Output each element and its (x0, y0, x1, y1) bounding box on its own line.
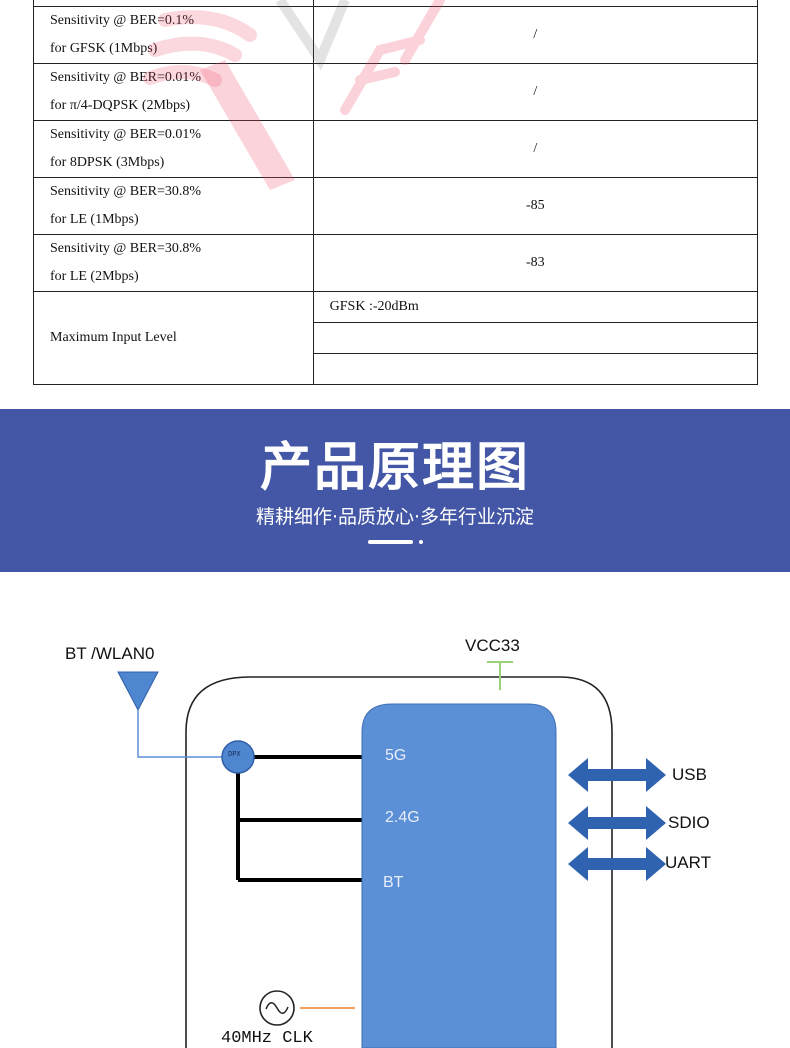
value-cell: / (312, 6, 759, 64)
table-row (34, 322, 759, 354)
block-diagram: BT /WLAN0 DPX VCC33 5G 2.4G BT USB SDIO … (0, 572, 790, 1048)
table-row: Sensitivity @ BER=0.1%for GFSK (1Mbps) / (33, 6, 759, 64)
spec-table: Sensitivity @ BER=0.1%for GFSK (1Mbps) /… (33, 0, 759, 385)
table-row: Sensitivity @ BER=30.8%for LE (1Mbps) -8… (33, 177, 759, 235)
interface-arrows (568, 758, 666, 881)
interface-uart-label: UART (665, 853, 711, 872)
value-cell: / (312, 120, 759, 178)
value-cell: -83 (312, 234, 759, 292)
param-cell: Sensitivity @ BER=30.8%for LE (2Mbps) (33, 234, 314, 292)
port-bt-label: BT (383, 874, 404, 891)
value-cell (312, 353, 759, 385)
banner-title: 产品原理图 (259, 438, 530, 498)
section-banner: 产品原理图 精耕细作·品质放心·多年行业沉淀 (0, 409, 790, 572)
spec-table-section: Sensitivity @ BER=0.1%for GFSK (1Mbps) /… (33, 0, 759, 385)
banner-divider (368, 540, 413, 544)
table-row (34, 353, 759, 385)
table-row: Sensitivity @ BER=30.8%for LE (2Mbps) -8… (33, 234, 759, 292)
power-label: VCC33 (465, 636, 520, 655)
param-cell: Sensitivity @ BER=0.01%for 8DPSK (3Mbps) (33, 120, 314, 178)
max-input-label: Maximum Input Level (33, 291, 314, 385)
clock-label: 40MHz CLK (221, 1029, 313, 1048)
value-cell: -85 (312, 177, 759, 235)
banner-subtitle: 精耕细作·品质放心·多年行业沉淀 (255, 506, 535, 528)
table-row: Sensitivity @ BER=0.01%for 8DPSK (3Mbps)… (33, 120, 759, 178)
port-5g-label: 5G (385, 747, 407, 764)
value-cell: GFSK :-20dBm (312, 291, 759, 323)
value-cell: / (312, 63, 759, 121)
oscillator-icon (259, 990, 295, 1026)
chip-block (361, 703, 557, 1048)
diagram-graphics (117, 661, 666, 1048)
banner-dot (419, 540, 423, 544)
antenna-label: BT /WLAN0 (65, 644, 155, 663)
param-cell: Sensitivity @ BER=0.01%for π/4-DQPSK (2M… (33, 63, 314, 121)
table-row: Sensitivity @ BER=0.01%for π/4-DQPSK (2M… (33, 63, 759, 121)
param-cell: Sensitivity @ BER=30.8%for LE (1Mbps) (33, 177, 314, 235)
port-2-4g-label: 2.4G (385, 809, 420, 826)
antenna-icon (117, 671, 159, 712)
dpx-label: DPX (228, 751, 241, 759)
param-cell: Sensitivity @ BER=0.1%for GFSK (1Mbps) (33, 6, 314, 64)
value-cell (312, 322, 759, 354)
table-row: Maximum Input Level GFSK :-20dBm (33, 291, 759, 385)
module-frame (185, 676, 613, 1048)
interface-sdio-label: SDIO (668, 813, 710, 832)
dpx-icon (221, 740, 255, 774)
interface-usb-label: USB (672, 765, 707, 784)
